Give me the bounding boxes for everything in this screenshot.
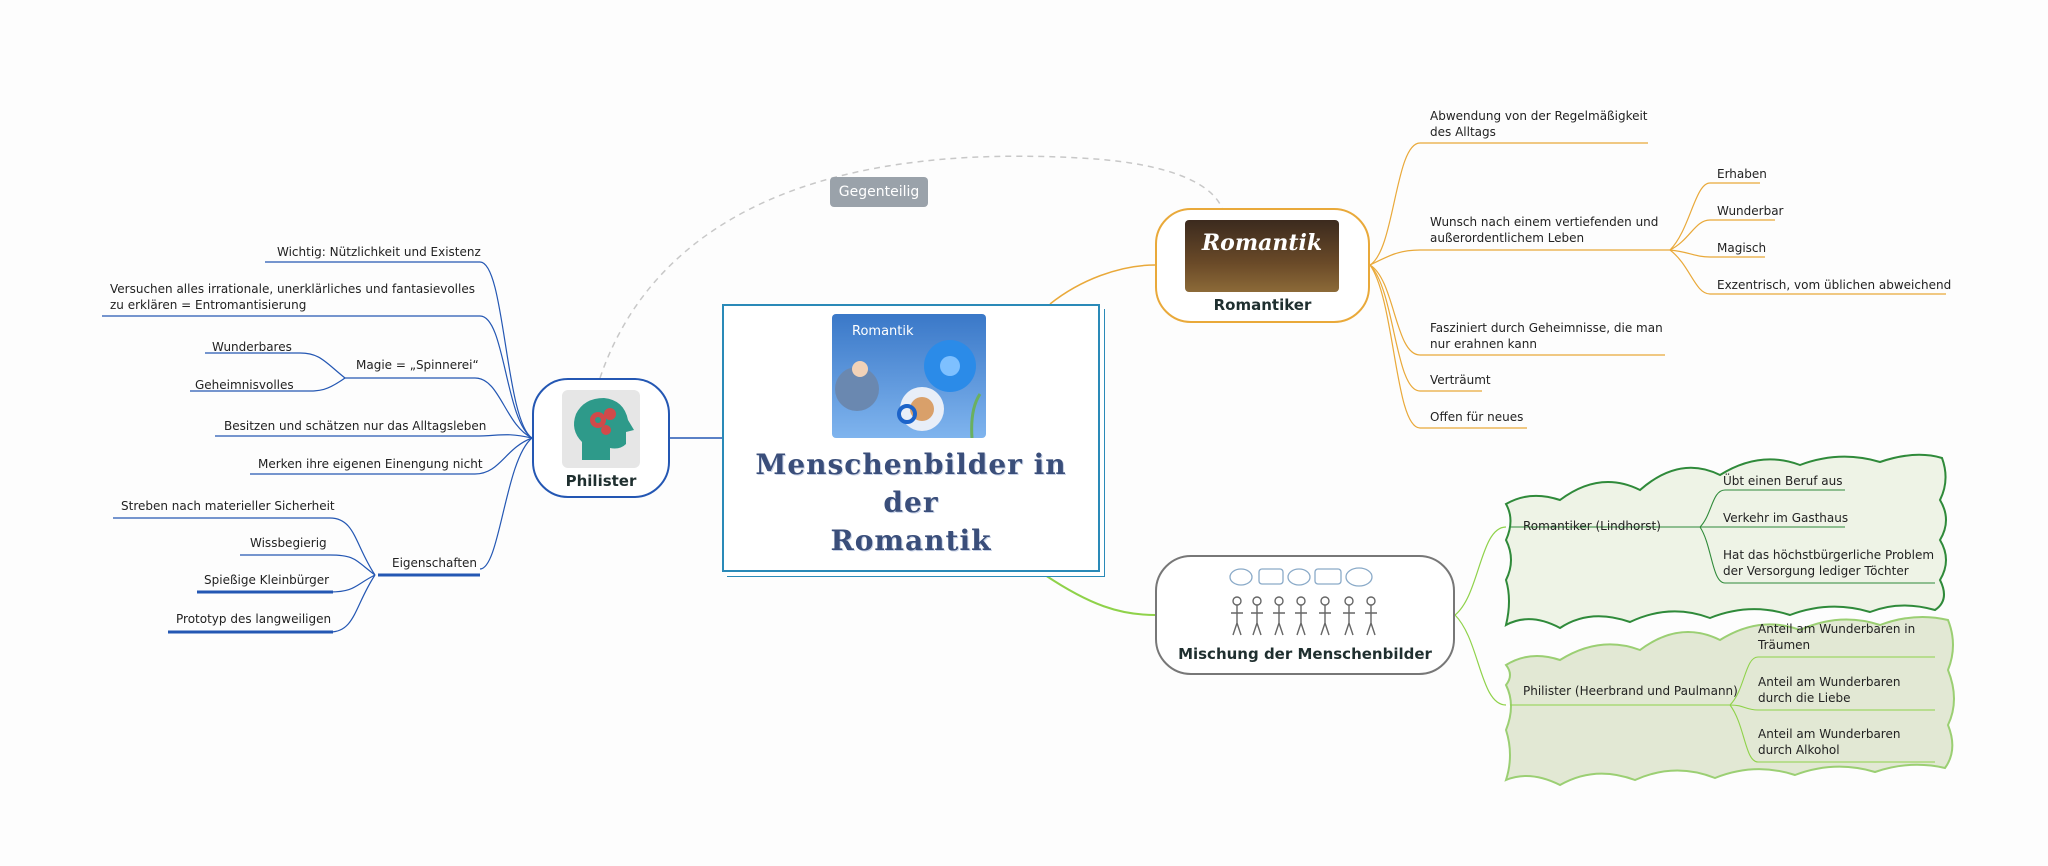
heerbrand-sub-2[interactable]: Anteil am Wunderbaren durch die Liebe [1758,674,1928,706]
heerbrand-sub-1[interactable]: Anteil am Wunderbaren in Träumen [1758,621,1928,653]
brain-head-icon [562,390,640,468]
romantiker-subbranch-2[interactable]: Wunderbar [1717,203,1784,219]
romantiker-branch-1[interactable]: Abwendung von der Regelmäßigkeit des All… [1430,108,1650,140]
lindhorst-sub-2[interactable]: Verkehr im Gasthaus [1723,510,1848,526]
philister-subbranch-spiessige[interactable]: Spießige Kleinbürger [204,572,329,588]
romantiker-branch-2[interactable]: Wunsch nach einem vertiefenden und außer… [1430,214,1670,246]
romantiker-subbranch-4[interactable]: Exzentrisch, vom üblichen abweichend [1717,277,1953,293]
philister-branch-6[interactable]: Eigenschaften [392,555,477,571]
philister-branch-2[interactable]: Versuchen alles irrationale, unerklärlic… [110,281,480,313]
topic-title: Mischung der Menschenbilder [1157,645,1453,663]
relation-label[interactable]: Gegenteilig [830,177,928,207]
philister-branch-3[interactable]: Magie = „Spinnerei“ [356,357,479,373]
topic-title: Romantiker [1157,296,1368,314]
mischung-branch-heerbrand[interactable]: Philister (Heerbrand und Paulmann) [1523,683,1738,699]
philister-branch-4[interactable]: Besitzen und schätzen nur das Alltagsleb… [224,418,486,434]
central-title-line-1: Menschenbilder in [724,446,1098,484]
romantiker-branch-4[interactable]: Verträumt [1430,372,1491,388]
philister-subbranch-streben[interactable]: Streben nach materieller Sicherheit [121,498,335,514]
banner-text: Romantik [1185,230,1339,256]
topic-title: Philister [534,472,668,490]
romantiker-branch-3[interactable]: Fasziniert durch Geheimnisse, die man nu… [1430,320,1666,352]
central-title: Menschenbilder in der Romantik [724,446,1098,560]
central-topic[interactable]: Romantik Menschenbilder in der Romantik [722,304,1100,572]
romantiker-subbranch-1[interactable]: Erhaben [1717,166,1767,182]
romantiker-branch-5[interactable]: Offen für neues [1430,409,1523,425]
topic-romantiker[interactable]: Romantik Romantiker [1155,208,1370,323]
philister-subbranch-prototyp[interactable]: Prototyp des langweiligen [176,611,331,627]
mischung-branch-lindhorst[interactable]: Romantiker (Lindhorst) [1523,518,1661,534]
people-speech-icon [1227,565,1387,645]
mischung-branches [1455,527,1506,705]
connector-romantiker [1050,265,1155,304]
topic-mischung[interactable]: Mischung der Menschenbilder [1155,555,1455,675]
central-title-line-3: Romantik [724,522,1098,560]
romantiker-subbranch-3[interactable]: Magisch [1717,240,1766,256]
central-image: Romantik [832,314,986,438]
central-title-line-2: der [724,484,1098,522]
romantik-banner-image: Romantik [1185,220,1339,292]
lindhorst-sub-1[interactable]: Übt einen Beruf aus [1723,473,1842,489]
philister-subbranch-wissbegierig[interactable]: Wissbegierig [250,535,327,551]
connector-mischung [1045,575,1155,615]
philister-subbranch-geheimnisvolles[interactable]: Geheimnisvolles [195,377,294,393]
topic-philister[interactable]: Philister [532,378,670,498]
philister-subbranch-wunderbares[interactable]: Wunderbares [212,339,292,355]
philister-branch-5[interactable]: Merken ihre eigenen Einengung nicht [258,456,483,472]
lindhorst-sub-3[interactable]: Hat das höchstbürgerliche Problem der Ve… [1723,547,1935,579]
philister-branch-1[interactable]: Wichtig: Nützlichkeit und Existenz [277,244,481,260]
heerbrand-sub-3[interactable]: Anteil am Wunderbaren durch Alkohol [1758,726,1928,758]
